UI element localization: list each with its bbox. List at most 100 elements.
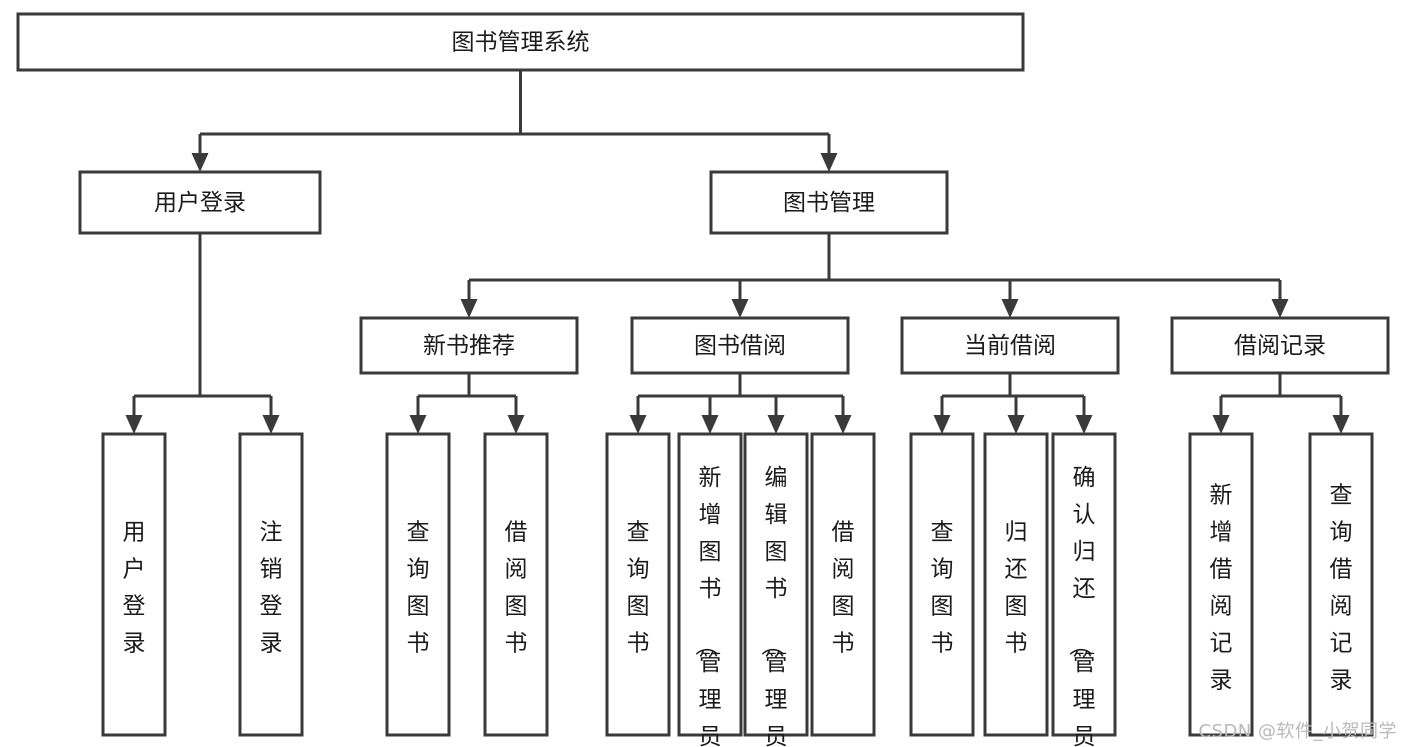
node-label: 注销登录 [260, 519, 283, 656]
node--l3[interactable]: 查询图书 [605, 432, 671, 737]
connector-group- [409, 373, 525, 434]
node-label: 图书借阅 [694, 333, 786, 359]
node-label-char: 归 [1073, 539, 1096, 565]
node-label: 新书推荐 [423, 333, 515, 359]
arrow-head-icon [834, 415, 852, 434]
node-label-char: 图 [931, 593, 954, 619]
node-label-char: 用 [123, 519, 146, 545]
connector-group- [125, 233, 280, 434]
node--l2[interactable]: 图书借阅 [630, 316, 850, 375]
node-box[interactable] [483, 432, 549, 737]
node-box[interactable] [909, 432, 975, 737]
node-label-char: 注 [260, 519, 283, 545]
arrow-head-icon [820, 153, 838, 172]
node-box[interactable] [359, 316, 579, 375]
node--l3[interactable]: 借阅图书 [483, 432, 549, 737]
node-box[interactable] [1308, 432, 1374, 737]
node-box[interactable] [1188, 432, 1254, 737]
node--l3[interactable]: 归还图书 [983, 432, 1049, 737]
node--l1[interactable]: 用户登录 [78, 170, 322, 235]
node-label-char: 书 [765, 576, 788, 602]
node-label-char: 管 [1073, 650, 1096, 676]
arrow-head-icon [629, 415, 647, 434]
arrow-head-icon [460, 299, 478, 318]
node-label-char: 阅 [1330, 593, 1353, 619]
node-box[interactable] [385, 432, 451, 737]
node-label-char: 归 [1005, 519, 1028, 545]
node-label-char: 员 [765, 724, 788, 747]
node-label-char: 图 [407, 593, 430, 619]
node-box[interactable] [709, 170, 949, 235]
node--l3[interactable]: 借阅图书 [810, 432, 876, 737]
node-label-char: 书 [407, 630, 430, 656]
node-box[interactable] [238, 432, 304, 737]
node-label-char: 员 [1073, 724, 1096, 747]
connector-group- [191, 70, 838, 172]
node-label-char: 查 [1330, 482, 1353, 508]
node--l3[interactable]: 用户登录 [101, 432, 167, 737]
node-label-char: 询 [931, 556, 954, 582]
node-label-char: 阅 [1210, 593, 1233, 619]
node--l3[interactable]: 查询借阅记录 [1308, 432, 1374, 737]
node--l3[interactable]: 查询图书 [909, 432, 975, 737]
node-label-char: 图 [1005, 593, 1028, 619]
node--l2[interactable]: 当前借阅 [900, 316, 1120, 375]
arrow-head-icon [933, 415, 951, 434]
node-box[interactable] [1170, 316, 1390, 375]
edges-layer [125, 70, 1350, 434]
node-label: 图书管理系统 [452, 30, 590, 56]
node-label-char: 还 [1005, 556, 1028, 582]
connector-group- [933, 373, 1093, 434]
node--l3[interactable]: 编辑图书（管理员） [743, 432, 809, 747]
node-label: 新增图书（管理员） [693, 465, 722, 747]
node-box[interactable] [78, 170, 322, 235]
arrow-head-icon [767, 415, 785, 434]
node-label-char: 理 [765, 687, 788, 713]
node--l1[interactable]: 图书管理 [709, 170, 949, 235]
arrow-head-icon [262, 415, 280, 434]
node-label-char: 图 [765, 539, 788, 565]
node-box[interactable] [900, 316, 1120, 375]
node-label-char: 书 [931, 630, 954, 656]
node-box[interactable] [16, 12, 1025, 72]
node--l3[interactable]: 查询图书 [385, 432, 451, 737]
node-label-char: 管 [699, 650, 722, 676]
watermark-label: CSDN @软件_小贺同学 [1198, 721, 1397, 742]
node--l2[interactable]: 新书推荐 [359, 316, 579, 375]
node--l3[interactable]: 新增借阅记录 [1188, 432, 1254, 737]
node-box[interactable] [630, 316, 850, 375]
node-label-char: 增 [1210, 519, 1233, 545]
node-label: 编辑图书（管理员） [759, 465, 788, 747]
node--l3[interactable]: 确认归还（管理员） [1051, 432, 1117, 747]
node-label-char: 记 [1210, 630, 1233, 656]
node-label-char: 书 [505, 630, 528, 656]
arrow-head-icon [125, 415, 143, 434]
node-label-char: 编 [765, 465, 788, 491]
node-box[interactable] [743, 432, 809, 737]
node-label: 借阅图书 [505, 519, 528, 656]
arrow-head-icon [507, 415, 525, 434]
node-label-char: 借 [1210, 556, 1233, 582]
node-label-char: 图 [832, 593, 855, 619]
node--l3[interactable]: 注销登录 [238, 432, 304, 737]
node-box[interactable] [605, 432, 671, 737]
node-label-char: 理 [1073, 687, 1096, 713]
node--l3[interactable]: 新增图书（管理员） [677, 432, 743, 747]
node-label-char: 书 [627, 630, 650, 656]
node-box[interactable] [810, 432, 876, 737]
node-label: 查询借阅记录 [1330, 482, 1353, 693]
node-label-char: 确 [1073, 465, 1096, 491]
node--l2[interactable]: 借阅记录 [1170, 316, 1390, 375]
node-box[interactable] [983, 432, 1049, 737]
node-box[interactable] [101, 432, 167, 737]
connector-group- [629, 373, 852, 434]
node-label-char: 图 [505, 593, 528, 619]
node-label: 查询图书 [407, 519, 430, 656]
node-label-char: 查 [627, 519, 650, 545]
node-label-char: 新 [1210, 482, 1233, 508]
node-box[interactable] [1051, 432, 1117, 737]
arrow-head-icon [701, 415, 719, 434]
node-box[interactable] [677, 432, 743, 737]
node--l0[interactable]: 图书管理系统 [16, 12, 1025, 72]
